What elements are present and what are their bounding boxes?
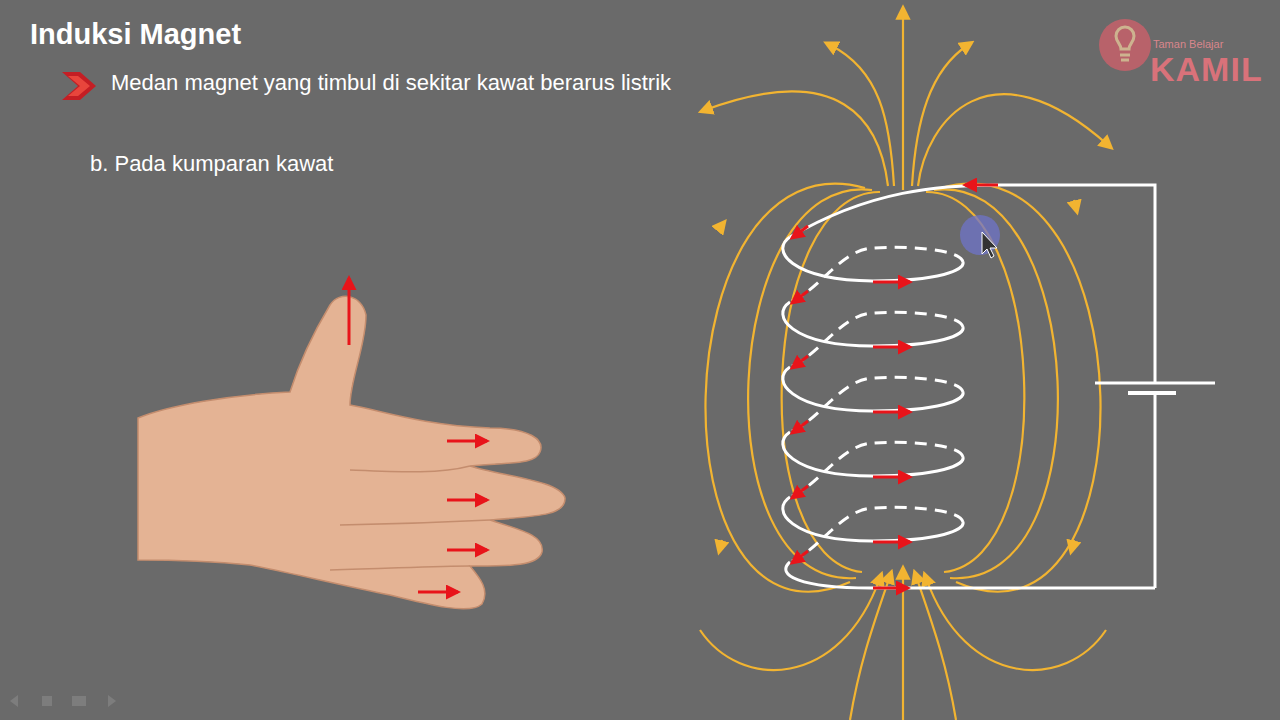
bullet-chevron: [62, 72, 96, 100]
subtitle: Medan magnet yang timbul di sekitar kawa…: [108, 70, 674, 96]
logo-icon: [1099, 19, 1151, 71]
nav-icons: [10, 695, 116, 707]
logo-text: KAMIL: [1150, 50, 1263, 89]
solenoid-coil: [783, 185, 1215, 588]
mouse-cursor: [960, 215, 1000, 258]
slide-title: Induksi Magnet: [30, 18, 241, 51]
field-lines: [700, 12, 1108, 720]
logo-tagline: Taman Belajar: [1153, 38, 1223, 50]
section-heading: b. Pada kumparan kawat: [90, 151, 333, 177]
right-hand: [138, 278, 565, 609]
